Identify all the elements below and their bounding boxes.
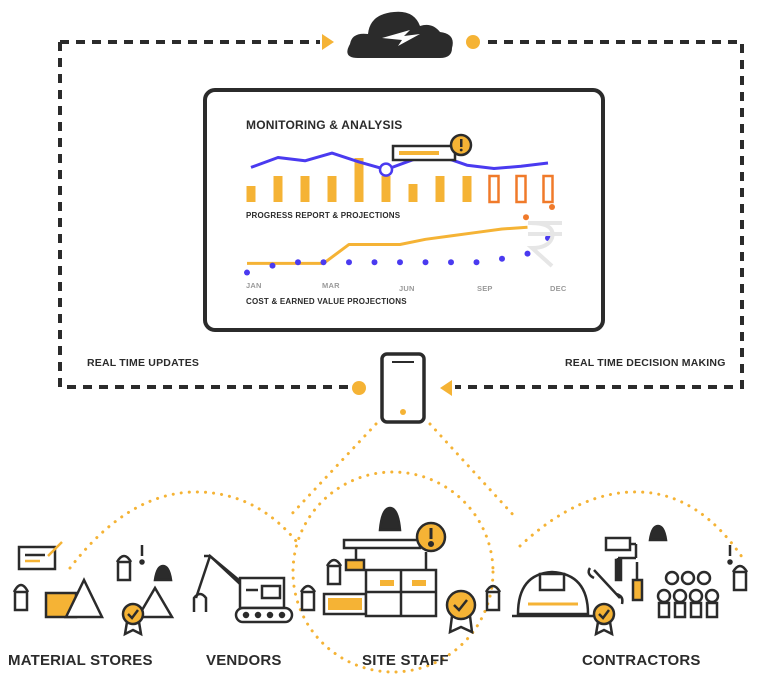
- bar: [435, 176, 445, 202]
- update-loop: [58, 40, 744, 389]
- bell-icon: [648, 524, 668, 542]
- pile-icon: [135, 585, 175, 619]
- phone-icon: [380, 352, 426, 424]
- earned-point: [244, 269, 250, 276]
- earned-point: [320, 259, 327, 266]
- cost-chart-title: COST & EARNED VALUE PROJECTIONS: [246, 297, 407, 306]
- earned-point: [346, 259, 352, 266]
- earned-point: [473, 259, 480, 266]
- wrench-icon: [587, 567, 624, 605]
- bar: [273, 176, 283, 202]
- worker-icon: [484, 584, 502, 593]
- earned-point: [524, 250, 531, 257]
- x-tick-label: MAR: [322, 281, 340, 290]
- x-tick-label: DEC: [550, 284, 567, 293]
- monitor-title: MONITORING & ANALYSIS: [246, 118, 403, 132]
- loop-dot-top: [466, 35, 480, 49]
- worker-icon: [731, 564, 749, 573]
- bar: [462, 176, 472, 202]
- connector-lines: [68, 422, 746, 674]
- projected-point: [523, 214, 529, 221]
- bell-icon: [378, 506, 402, 532]
- group-label-vendors: VENDORS: [206, 652, 282, 669]
- group-label-contractors: CONTRACTORS: [582, 652, 701, 669]
- bell-icon: [153, 564, 173, 582]
- loop-left-path: [58, 42, 360, 389]
- earned-point: [295, 259, 301, 266]
- progress-line: [250, 151, 549, 172]
- pile-icon: [64, 577, 104, 619]
- earned-point: [499, 255, 505, 262]
- contractors-icons: [512, 524, 749, 637]
- bar: [381, 176, 391, 202]
- bar: [354, 158, 364, 202]
- projected-bar: [542, 174, 554, 204]
- x-tick-label: JUN: [399, 284, 415, 293]
- worker-icon: [115, 554, 133, 563]
- bar: [408, 184, 418, 202]
- group-label-site-staff: SITE STAFF: [362, 652, 449, 669]
- medal-icon: [121, 602, 145, 626]
- monitor-panel: [203, 88, 605, 332]
- cloud-icon: [347, 11, 453, 58]
- logo-icon: [382, 30, 420, 46]
- projected-point: [549, 203, 555, 210]
- earned-point: [269, 262, 276, 269]
- site-staff-icons: [299, 506, 502, 635]
- worker-icon: [12, 583, 30, 593]
- bar: [300, 176, 310, 202]
- arrow-left-icon: [440, 380, 452, 396]
- loop-right-label: REAL TIME DECISION MAKING: [565, 357, 726, 369]
- material-stores-icons: [12, 541, 175, 637]
- rupee-icon: [526, 221, 562, 268]
- medal-icon: [445, 589, 477, 621]
- chat-bubble-icon: [17, 545, 57, 571]
- alert-tag: [391, 133, 473, 162]
- cost-line: [247, 225, 528, 265]
- bar: [246, 186, 256, 202]
- arrow-right-icon: [322, 34, 334, 50]
- progress-chart-title: PROGRESS REPORT & PROJECTIONS: [246, 211, 401, 220]
- x-tick-label: SEP: [477, 284, 493, 293]
- x-tick-label: JAN: [246, 281, 262, 290]
- highlight-point: [378, 162, 394, 177]
- loop-right-path: [455, 40, 744, 389]
- projected-bar: [488, 174, 500, 204]
- earned-point: [422, 259, 429, 266]
- earned-point: [397, 259, 403, 266]
- projected-bar: [515, 174, 527, 204]
- loop-left-label: REAL TIME UPDATES: [87, 357, 200, 369]
- excavator-icon: [192, 553, 294, 624]
- loop-dot-bottom: [352, 381, 366, 395]
- paint-roller-icon: [604, 536, 632, 552]
- progress-chart: [246, 151, 554, 204]
- worker-icon: [325, 558, 343, 567]
- bar: [327, 176, 337, 202]
- worker-group-icon: [656, 570, 720, 619]
- earned-point: [371, 259, 378, 266]
- cost-chart: [244, 203, 555, 276]
- worker-icon: [299, 584, 317, 593]
- crane-icon: [342, 538, 422, 550]
- medal-icon: [592, 602, 616, 626]
- group-label-material-stores: MATERIAL STORES: [8, 652, 153, 669]
- earned-point: [448, 259, 454, 266]
